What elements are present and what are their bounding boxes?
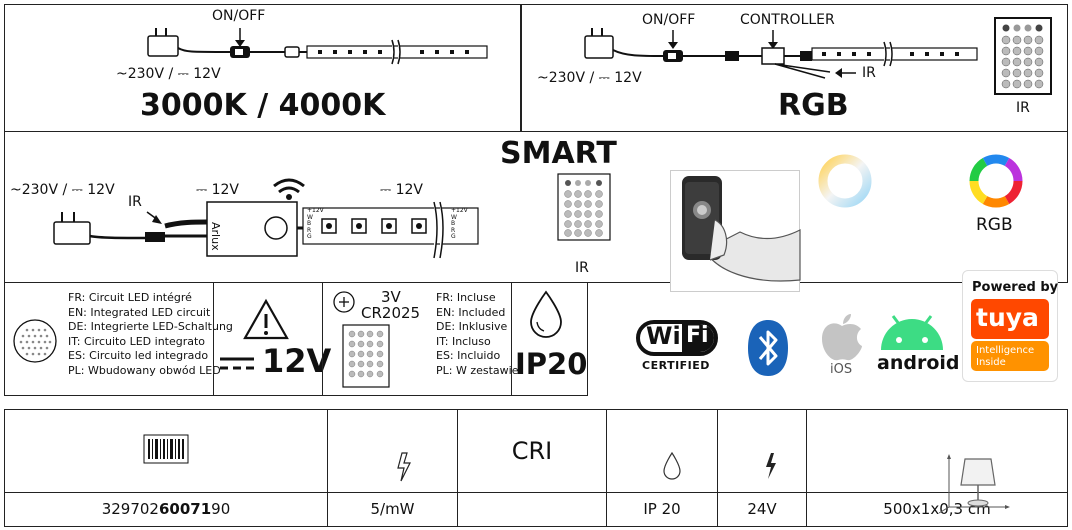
- water-drop-icon: [663, 451, 681, 480]
- battery-icon: [333, 291, 355, 313]
- wifi-icon: [273, 178, 305, 194]
- dc-label-right: ⎓ 12V: [380, 182, 424, 198]
- led-chip-icon: [13, 319, 57, 363]
- barcode-header: [4, 409, 328, 493]
- voltage-value: 24V: [717, 491, 807, 528]
- barcode-icon: [143, 434, 189, 464]
- ir-label: IR: [128, 194, 142, 210]
- dc-symbol-icon: [220, 357, 254, 370]
- wifi-certified-logo: Wi Fi CERTIFIED: [636, 320, 720, 374]
- cri-header: CRI: [457, 409, 607, 493]
- power-header: [327, 409, 458, 493]
- remote-icon: [557, 173, 611, 241]
- dc-label-left: ⎓ 12V: [196, 182, 240, 198]
- lamp-dimensions-icon: [938, 453, 1010, 514]
- cct-title: 3000K / 4000K: [140, 88, 386, 123]
- feature-ip: [511, 282, 588, 396]
- warning-icon: [243, 298, 289, 340]
- spec-table: CRI 3297026007190: [4, 409, 1068, 528]
- battery-voltage: 3V: [381, 288, 401, 306]
- rgb-title: RGB: [778, 88, 849, 123]
- remote-label: IR: [1016, 100, 1030, 116]
- remote-icon: [342, 324, 390, 388]
- controller-label: CONTROLLER: [740, 12, 835, 28]
- rgb-wheel-icon: [969, 154, 1023, 208]
- smart-diagram: [53, 178, 479, 259]
- dimensions-header: [806, 409, 1068, 514]
- voltage-header: [717, 409, 807, 493]
- cct-wheel-icon: [818, 154, 872, 208]
- ean-value: 3297026007190: [4, 491, 328, 528]
- power-value: 5/mW: [327, 491, 458, 528]
- top-divider: [520, 4, 522, 132]
- top-left-diagram: [147, 28, 488, 65]
- switch-label: ON/OFF: [212, 8, 266, 24]
- voltage-value: 12V: [262, 342, 332, 380]
- controller-brand: Arlux: [209, 222, 222, 251]
- phone-hand-image: [670, 170, 801, 292]
- battery-type: CR2025: [361, 304, 421, 322]
- lightning-outline-icon: [396, 452, 411, 482]
- top-right-diagram: [584, 17, 1052, 95]
- bluetooth-icon: [748, 320, 788, 376]
- android-label: android: [877, 352, 960, 374]
- tuya-logo: Powered by tuya Intelligence Inside: [962, 270, 1058, 382]
- lightning-icon: [766, 452, 776, 479]
- ip-header: [606, 409, 718, 493]
- ip-rating: IP20: [515, 347, 588, 381]
- voltage-label: ~230V / ⎓ 12V: [116, 66, 221, 82]
- water-drop-icon: [530, 290, 562, 338]
- dimensions-value: 500x1x0,3 cm: [806, 491, 1068, 528]
- smart-title: SMART: [500, 136, 617, 171]
- ios-label: iOS: [830, 362, 853, 377]
- switch-label: ON/OFF: [642, 12, 696, 28]
- rgb-label: RGB: [976, 215, 1013, 235]
- android-robot-icon: [881, 315, 943, 350]
- ir-label: IR: [862, 65, 876, 81]
- apple-icon: [822, 314, 862, 361]
- voltage-label: ~230V / ⎓ 12V: [10, 182, 115, 198]
- voltage-label: ~230V / ⎓ 12V: [537, 70, 642, 86]
- ip-value: IP 20: [606, 491, 718, 528]
- remote-label: IR: [575, 260, 589, 276]
- cri-value: [457, 491, 607, 528]
